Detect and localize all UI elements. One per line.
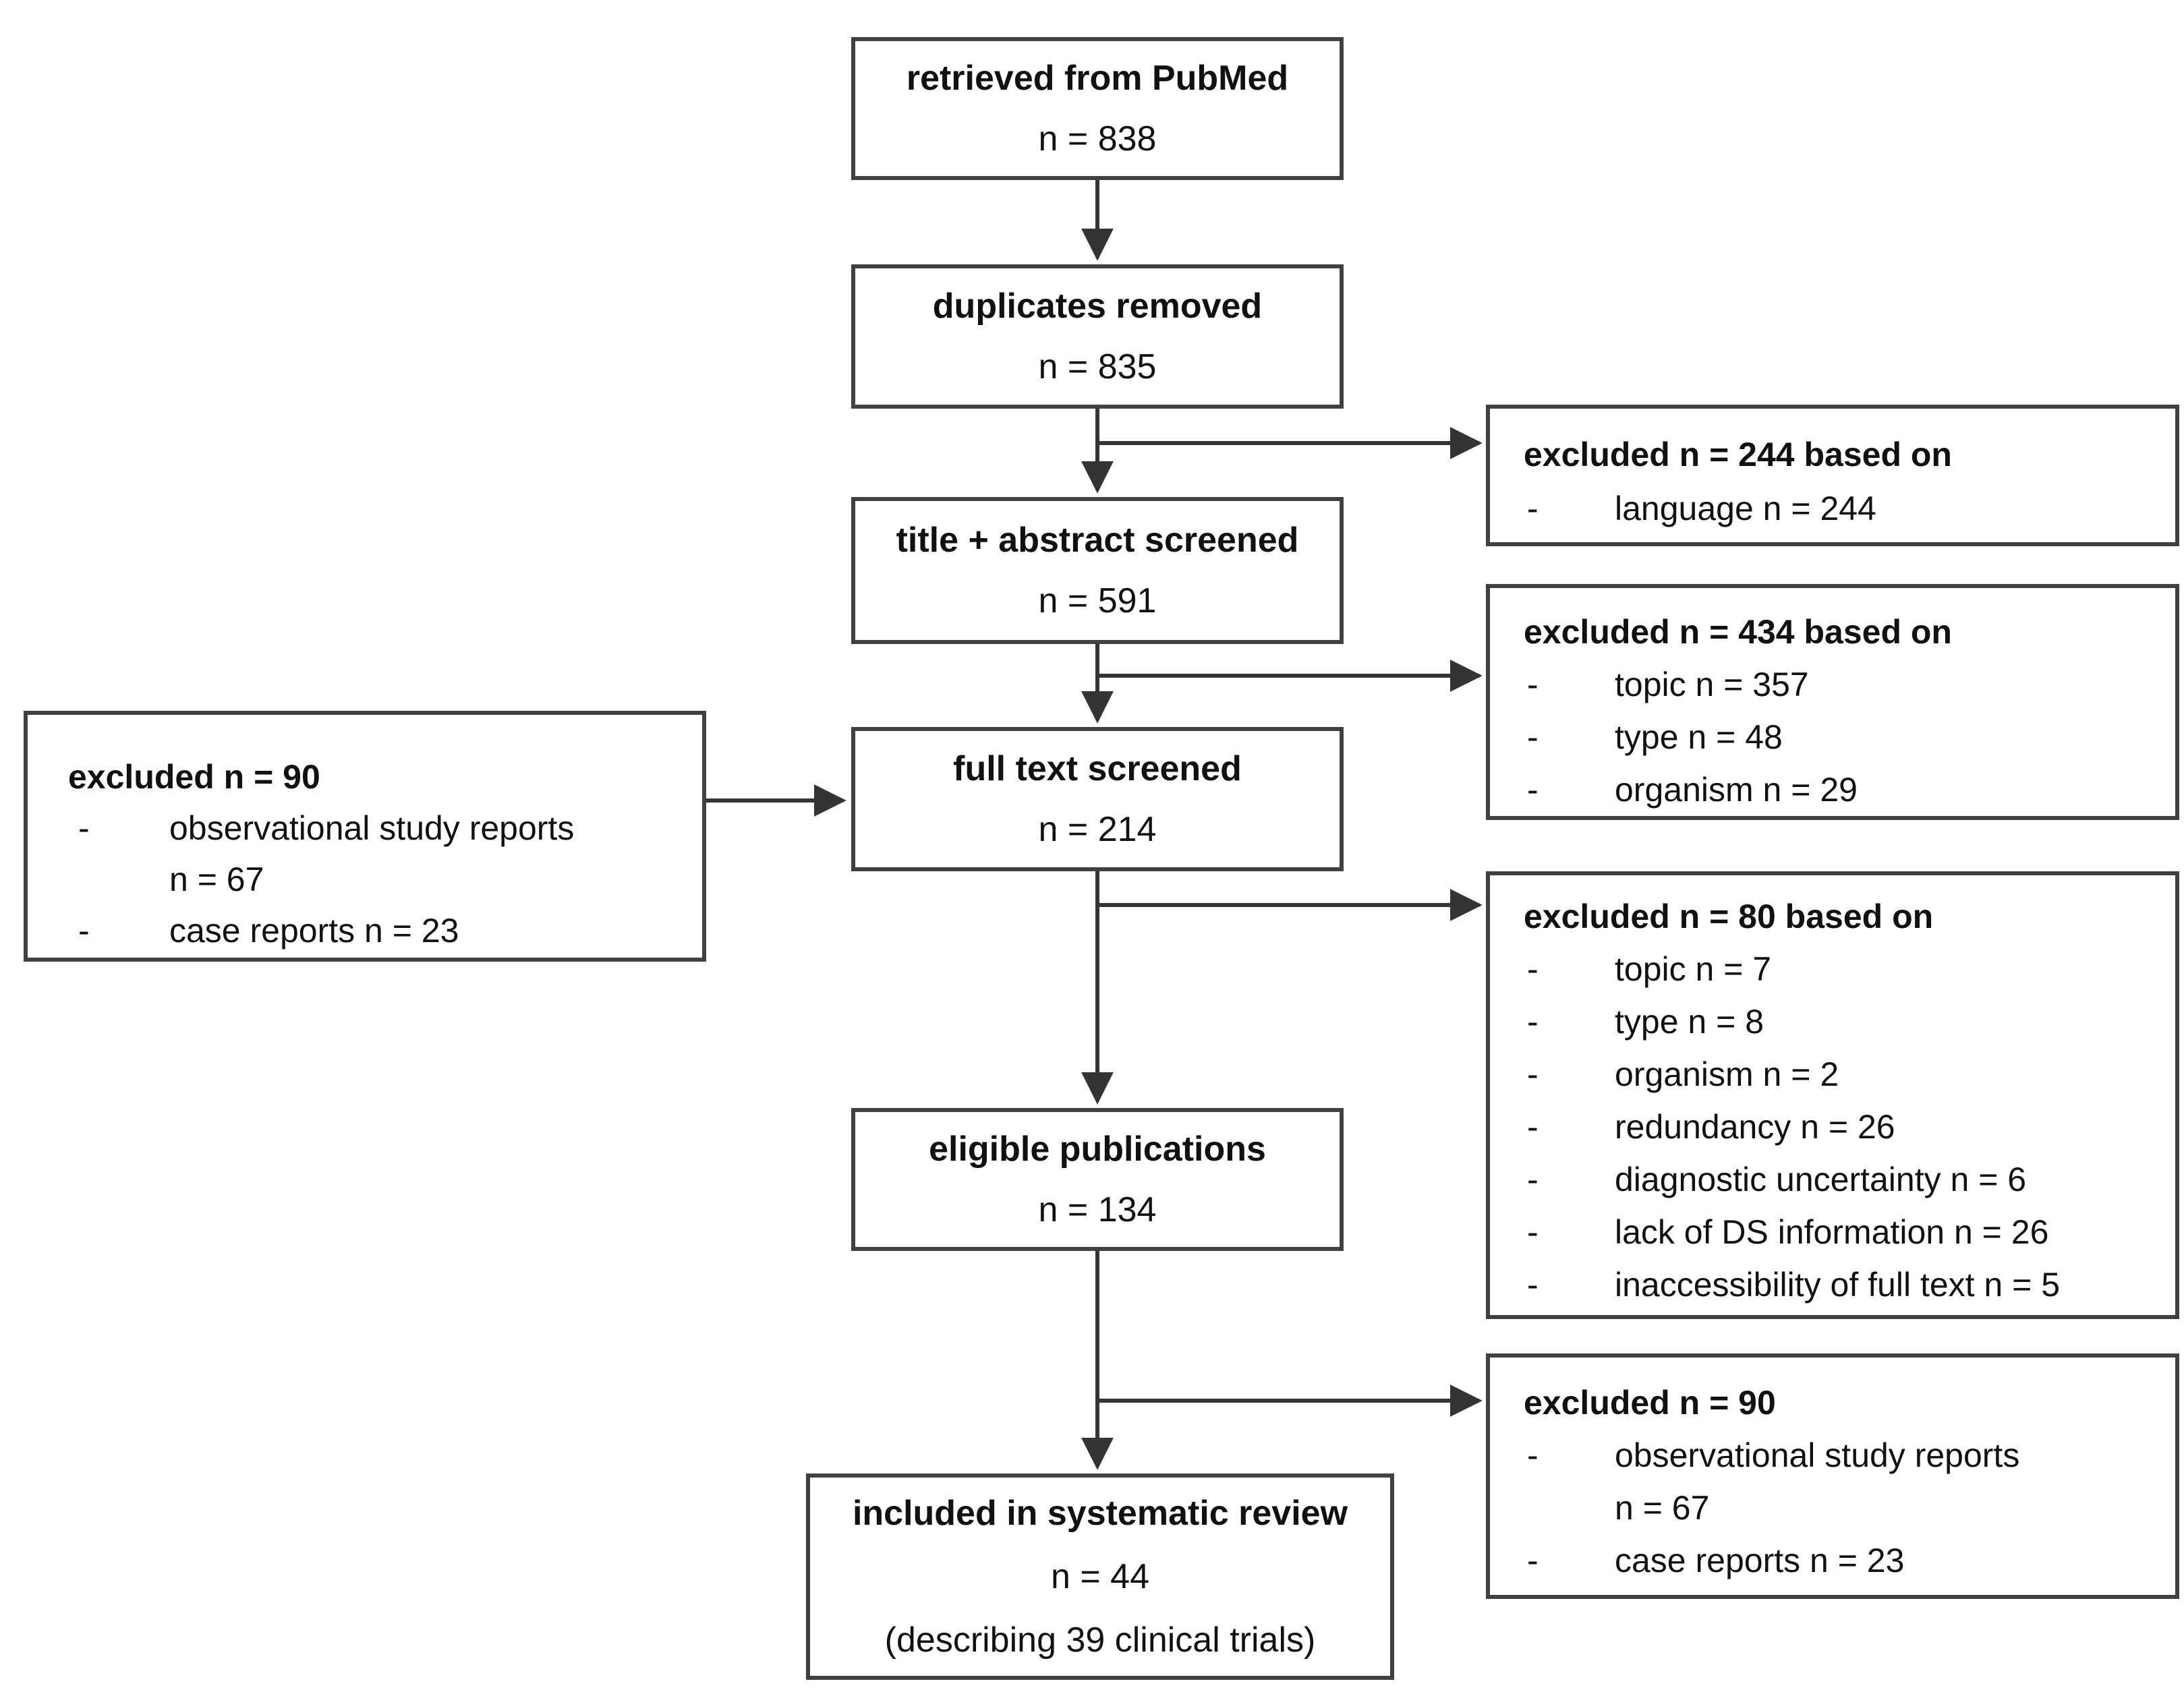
exclusion-item: - organism n = 2 xyxy=(1490,1048,2175,1101)
exclusion-item: - redundancy n = 26 xyxy=(1490,1101,2175,1153)
box-count: n = 134 xyxy=(1038,1190,1157,1229)
bullet-dash: - xyxy=(1527,666,1539,703)
box-title: duplicates removed xyxy=(932,287,1263,326)
box-note: (describing 39 clinical trials) xyxy=(884,1621,1316,1660)
bullet-dash: - xyxy=(1527,1003,1539,1041)
exclusion-title: excluded n = 244 based on xyxy=(1524,436,1952,473)
excluded-box-244: excluded n = 244 based on - language n =… xyxy=(1486,405,2179,546)
excluded-box-bottom-90: excluded n = 90 - observational study re… xyxy=(1486,1353,2179,1599)
exclusion-title: excluded n = 90 xyxy=(68,758,320,796)
exclusion-item-line: redundancy n = 26 xyxy=(1615,1108,1895,1146)
box-count: n = 591 xyxy=(1038,581,1157,620)
excluded-box-left-90: excluded n = 90 - observational study re… xyxy=(24,711,706,962)
exclusion-item-line: inaccessibility of full text n = 5 xyxy=(1615,1266,2061,1304)
exclusion-title: excluded n = 80 based on xyxy=(1524,898,1934,935)
flow-box-included-in-review: included in systematic review n = 44 (de… xyxy=(806,1474,1394,1680)
box-title: full text screened xyxy=(953,749,1242,788)
exclusion-item: - observational study reports n = 67 xyxy=(1490,1429,2175,1534)
box-count: n = 44 xyxy=(1050,1557,1150,1596)
exclusion-item-line: n = 67 xyxy=(169,860,264,898)
exclusion-item: - language n = 244 xyxy=(1490,482,2175,535)
bullet-dash: - xyxy=(1527,1055,1539,1093)
box-title: eligible publications xyxy=(929,1130,1266,1169)
exclusion-item-line: observational study reports xyxy=(169,809,575,847)
exclusion-item: - case reports n = 23 xyxy=(1490,1534,2175,1587)
exclusion-item-line: topic n = 7 xyxy=(1615,950,1772,988)
exclusion-item-line: diagnostic uncertainty n = 6 xyxy=(1615,1161,2027,1198)
flow-box-title-abstract-screened: title + abstract screened n = 591 xyxy=(851,497,1344,644)
exclusion-item: - topic n = 7 xyxy=(1490,943,2175,995)
exclusion-item-line: organism n = 2 xyxy=(1615,1055,1839,1093)
bullet-dash: - xyxy=(1527,950,1539,988)
bullet-dash: - xyxy=(1527,1108,1539,1146)
bullet-dash: - xyxy=(78,912,90,950)
flow-box-full-text-screened: full text screened n = 214 xyxy=(851,727,1344,871)
box-count: n = 835 xyxy=(1038,347,1157,386)
bullet-dash: - xyxy=(1527,1436,1539,1474)
excluded-box-434: excluded n = 434 based on - topic n = 35… xyxy=(1486,584,2179,820)
exclusion-item-line: lack of DS information n = 26 xyxy=(1615,1213,2049,1251)
flow-box-eligible-publications: eligible publications n = 134 xyxy=(851,1108,1344,1251)
bullet-dash: - xyxy=(1527,490,1539,527)
exclusion-item-line: type n = 8 xyxy=(1615,1003,1764,1041)
exclusion-item: - observational study reports n = 67 xyxy=(28,803,702,905)
box-title: retrieved from PubMed xyxy=(906,59,1289,98)
exclusion-item: - diagnostic uncertainty n = 6 xyxy=(1490,1153,2175,1206)
bullet-dash: - xyxy=(1527,1213,1539,1251)
exclusion-item-line: n = 67 xyxy=(1615,1489,1710,1527)
exclusion-item-line: organism n = 29 xyxy=(1615,771,1858,809)
exclusion-item-line: topic n = 357 xyxy=(1615,666,1809,703)
exclusion-item: - type n = 8 xyxy=(1490,995,2175,1048)
exclusion-item-line: case reports n = 23 xyxy=(1615,1542,1905,1579)
box-count: n = 838 xyxy=(1038,119,1157,158)
exclusion-item-line: type n = 48 xyxy=(1615,718,1783,756)
exclusion-item: - lack of DS information n = 26 xyxy=(1490,1206,2175,1258)
box-title: included in systematic review xyxy=(852,1494,1348,1533)
bullet-dash: - xyxy=(1527,1161,1539,1198)
flow-box-duplicates-removed: duplicates removed n = 835 xyxy=(851,264,1344,409)
bullet-dash: - xyxy=(1527,718,1539,756)
exclusion-title: excluded n = 434 based on xyxy=(1524,613,1952,651)
excluded-box-80: excluded n = 80 based on - topic n = 7 -… xyxy=(1486,871,2179,1319)
bullet-dash: - xyxy=(78,809,90,847)
exclusion-title: excluded n = 90 xyxy=(1524,1384,1776,1422)
bullet-dash: - xyxy=(1527,1542,1539,1579)
box-title: title + abstract screened xyxy=(896,521,1299,560)
flow-box-retrieved: retrieved from PubMed n = 838 xyxy=(851,37,1344,180)
exclusion-item: - organism n = 29 xyxy=(1490,763,2175,816)
bullet-dash: - xyxy=(1527,771,1539,809)
exclusion-item: - topic n = 357 xyxy=(1490,658,2175,711)
bullet-dash: - xyxy=(1527,1266,1539,1304)
box-count: n = 214 xyxy=(1038,810,1157,849)
exclusion-item-line: language n = 244 xyxy=(1615,490,1876,527)
exclusion-item: - inaccessibility of full text n = 5 xyxy=(1490,1258,2175,1311)
exclusion-item: - type n = 48 xyxy=(1490,711,2175,763)
exclusion-item-line: case reports n = 23 xyxy=(169,912,459,950)
exclusion-item-line: observational study reports xyxy=(1615,1436,2020,1474)
exclusion-item: - case reports n = 23 xyxy=(28,905,702,956)
